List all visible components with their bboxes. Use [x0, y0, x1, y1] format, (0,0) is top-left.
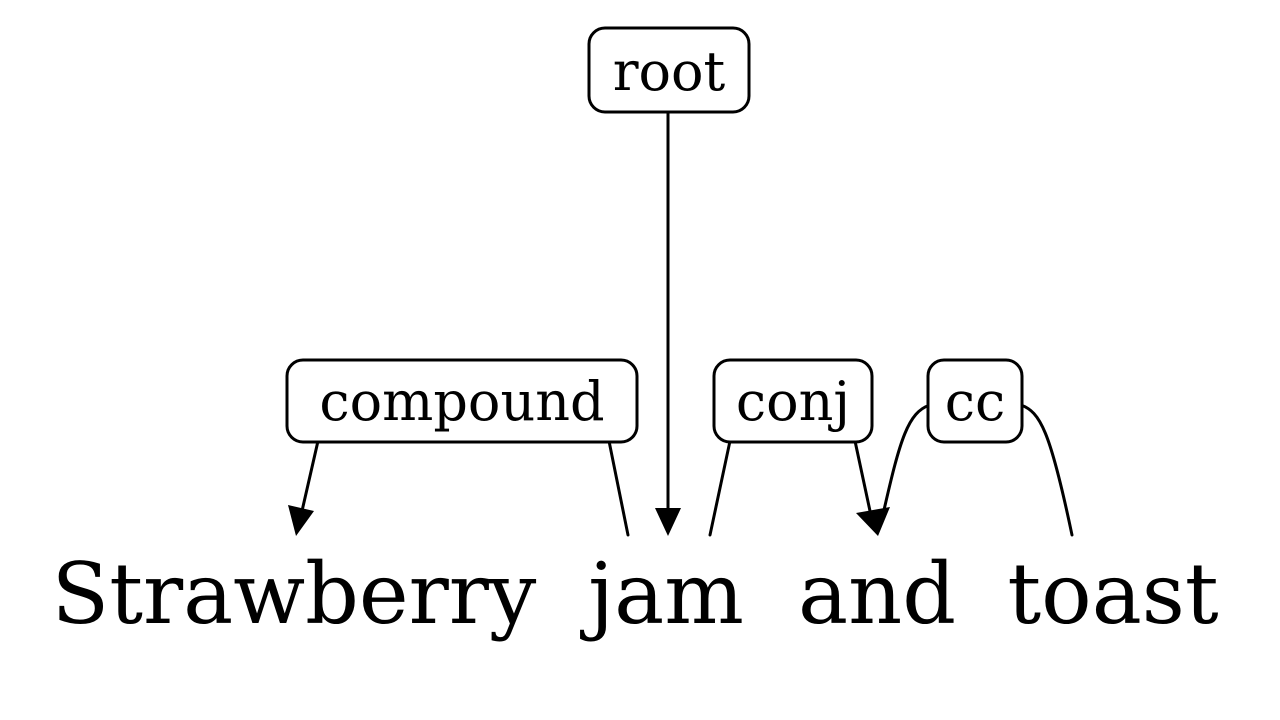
sentence: Strawberry jam and toast — [52, 545, 1219, 643]
root-label: root — [613, 40, 726, 103]
relation-cc: cc — [882, 358, 1074, 537]
word-strawberry: Strawberry — [52, 545, 537, 643]
root-arrowhead — [655, 508, 681, 536]
relation-compound: compound — [285, 358, 639, 537]
compound-label-box — [285, 358, 639, 444]
compound-edge-in — [300, 439, 320, 513]
compound-edge-out — [607, 439, 630, 537]
compound-label: compound — [319, 370, 604, 433]
relation-root: root — [587, 26, 751, 536]
compound-arrowhead — [288, 505, 314, 536]
word-and: and — [798, 545, 956, 643]
cc-label: cc — [945, 370, 1006, 433]
conj-label-box — [712, 358, 874, 444]
cc-edge-in — [882, 403, 932, 512]
cc-label-box — [926, 358, 1024, 444]
cc-edge-out — [1019, 403, 1074, 537]
relation-conj: conj — [708, 358, 890, 537]
conj-arrowhead — [856, 507, 890, 536]
conj-edge-out — [708, 439, 732, 537]
root-label-box — [587, 26, 751, 114]
conj-edge-in — [853, 439, 872, 513]
conj-label: conj — [736, 370, 850, 433]
word-toast: toast — [1007, 545, 1219, 643]
word-jam: jam — [579, 545, 744, 643]
